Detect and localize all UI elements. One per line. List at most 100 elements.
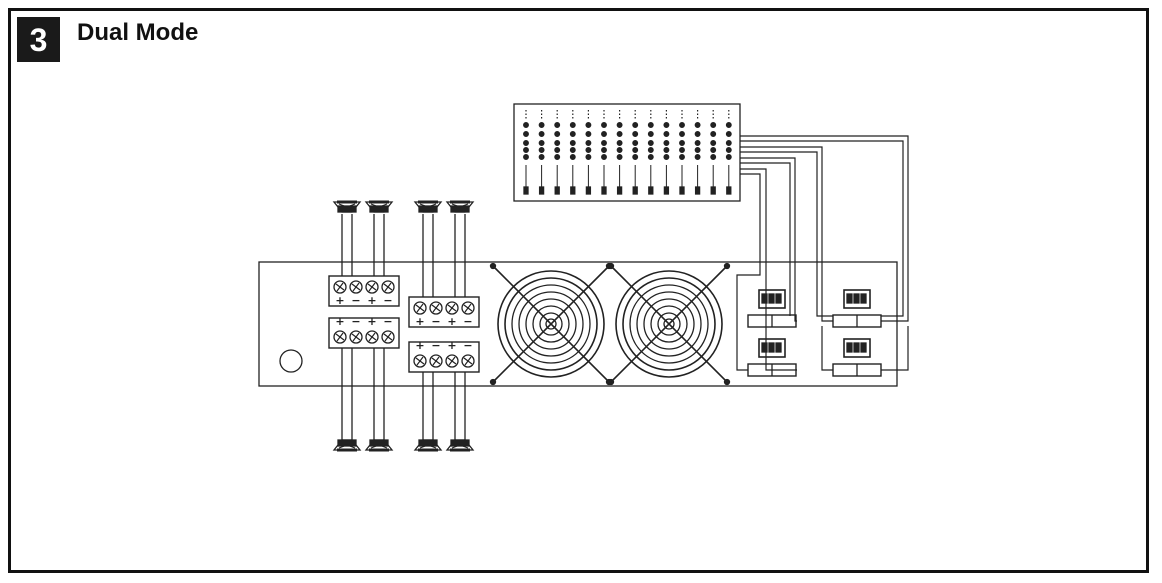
mixer-fader xyxy=(616,186,623,195)
mixer-knob xyxy=(694,154,701,160)
terminal-screw xyxy=(413,354,427,368)
mixer-knob xyxy=(710,154,717,160)
mixer-channel-strip xyxy=(710,110,717,195)
signal-cable xyxy=(740,135,909,322)
terminal-screw xyxy=(349,280,363,294)
terminal-screw xyxy=(333,330,347,344)
mixer-knob xyxy=(601,122,607,128)
amplifier-chassis xyxy=(258,261,898,387)
mixer-fader xyxy=(648,186,654,195)
mixer-channel-strip xyxy=(694,110,701,195)
mixer-knob xyxy=(725,140,732,146)
mixer-channel-strip xyxy=(632,110,639,195)
mixer-channel-strip xyxy=(585,110,592,195)
signal-cable xyxy=(740,146,833,322)
signal-cable xyxy=(740,168,797,371)
mixer-knob xyxy=(632,147,639,153)
mixer-knob xyxy=(601,140,607,146)
mixer-knob xyxy=(663,154,670,160)
mixer-fader xyxy=(538,186,545,195)
terminal-screw xyxy=(429,354,443,368)
mixer-knob xyxy=(725,154,732,160)
fan-grille xyxy=(489,262,613,386)
mixer-knob xyxy=(663,122,670,128)
signal-cable xyxy=(740,157,797,322)
speaker-top xyxy=(332,200,362,213)
mixer-knob xyxy=(632,131,639,137)
mixer-knob xyxy=(569,140,576,146)
mixer-fader xyxy=(663,186,670,195)
mixer-knob xyxy=(538,147,545,153)
mixer-fader xyxy=(694,186,701,195)
mixer-knob xyxy=(647,154,654,160)
mixer-knob xyxy=(538,122,545,128)
mixer-fader xyxy=(601,186,607,195)
speaker-terminals: +−+−+−+−+−+−+−+− xyxy=(328,275,480,373)
input-modules xyxy=(747,289,882,377)
signal-cable xyxy=(740,151,833,317)
mixer-knob xyxy=(647,131,654,137)
mixer-channel-strip xyxy=(554,110,561,195)
mixer-knob xyxy=(569,122,576,128)
mixer-knob xyxy=(523,131,529,137)
mixer-knob xyxy=(725,122,732,128)
mixer-knob xyxy=(554,122,561,128)
polarity-label: − xyxy=(351,294,360,307)
mixer-console xyxy=(513,103,741,202)
speaker-bottom xyxy=(445,439,475,452)
mixer-knob xyxy=(585,147,592,153)
mixer-knob xyxy=(694,122,701,128)
mixer-knob xyxy=(710,140,717,146)
speaker-top xyxy=(445,200,475,213)
terminal-screw xyxy=(461,354,475,368)
mixer-knob xyxy=(585,131,592,137)
mixer-fader xyxy=(632,186,638,195)
mixer-knob xyxy=(554,154,561,160)
polarity-label: + xyxy=(367,315,376,328)
terminal-block: +−+− xyxy=(328,275,400,307)
mixer-knob xyxy=(554,131,561,137)
mixer-knob xyxy=(554,140,561,146)
dip-switch xyxy=(843,338,871,358)
dip-switch xyxy=(843,289,871,309)
terminal-screw xyxy=(445,354,459,368)
mixer-knob xyxy=(647,147,654,153)
input-module xyxy=(832,338,882,377)
polarity-label: + xyxy=(447,339,456,352)
polarity-label: − xyxy=(463,339,472,352)
mixer-knob xyxy=(585,140,592,146)
dip-switch xyxy=(758,289,786,309)
mixer-channel-strip xyxy=(663,110,670,195)
terminal-block: +−+− xyxy=(328,315,400,349)
polarity-label: + xyxy=(415,315,424,328)
mixer-knob xyxy=(585,154,592,160)
signal-cable xyxy=(821,326,833,371)
mixer-knob xyxy=(538,140,545,146)
mixer-knob xyxy=(710,131,717,137)
mixer-knob xyxy=(554,147,561,153)
terminal-screw xyxy=(365,330,379,344)
diagram-frame xyxy=(8,8,1149,573)
mixer-fader xyxy=(726,186,732,195)
mixer-channels xyxy=(523,110,732,195)
mixer-knob xyxy=(523,154,529,160)
polarity-label: − xyxy=(351,315,360,328)
mixer-knob xyxy=(663,140,670,146)
mixer-knob xyxy=(710,122,717,128)
signal-cable xyxy=(740,162,791,316)
mixer-knob xyxy=(616,147,623,153)
mixer-channel-strip xyxy=(523,110,529,195)
polarity-label: − xyxy=(463,315,472,328)
terminal-screw xyxy=(461,301,475,315)
mixer-fader xyxy=(585,186,592,195)
mixer-knob xyxy=(632,140,639,146)
mixer-knob xyxy=(663,147,670,153)
mixer-knob xyxy=(679,140,685,146)
mixer-fader xyxy=(570,186,576,195)
mixer-channel-strip xyxy=(647,110,654,195)
mixer-knob xyxy=(694,131,701,137)
mixer-knob xyxy=(632,154,639,160)
mixer-knob xyxy=(585,122,592,128)
mixer-knob xyxy=(616,122,623,128)
